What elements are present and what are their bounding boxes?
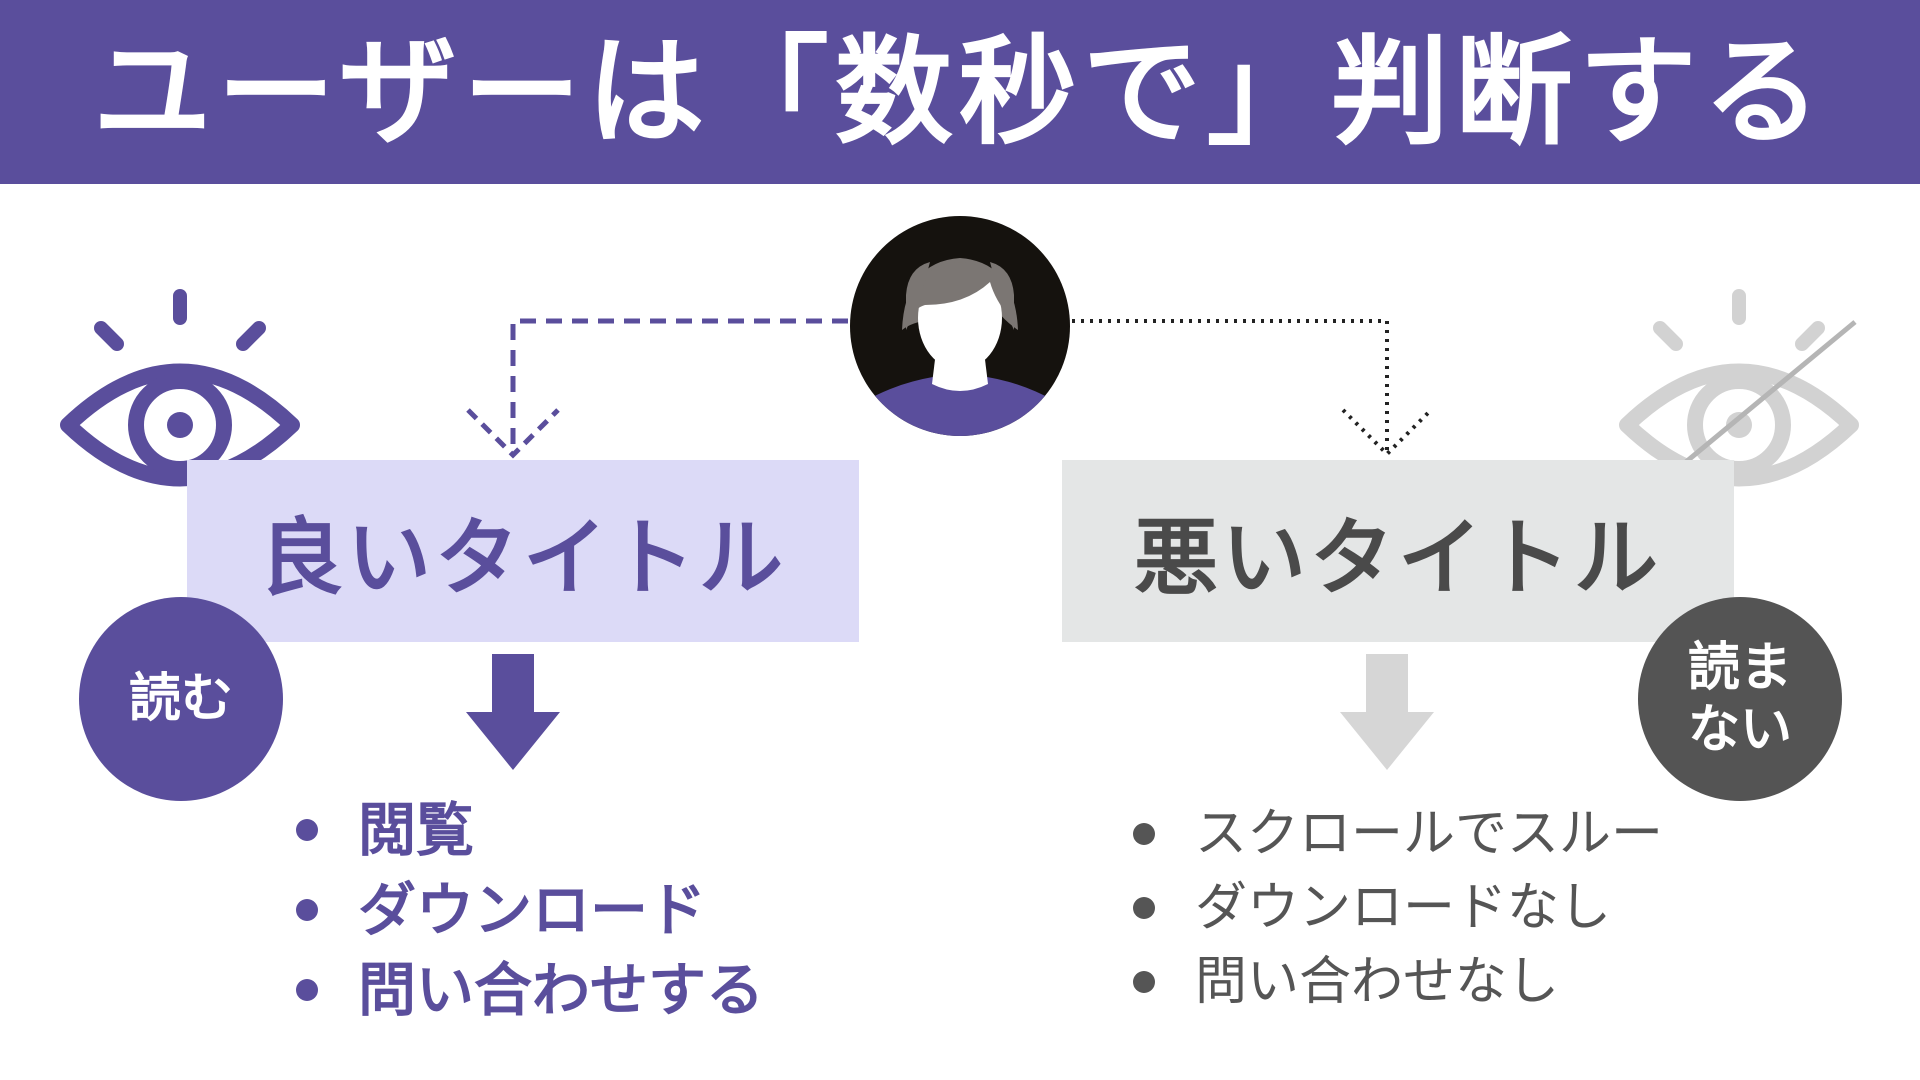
header-banner: ユーザーは「数秒で」判断する bbox=[0, 0, 1920, 184]
list-item: 閲覧 bbox=[296, 790, 764, 870]
list-item: 問い合わせする bbox=[296, 950, 764, 1030]
page-title: ユーザーは「数秒で」判断する bbox=[93, 23, 1827, 161]
no-read-badge: 読まない bbox=[1638, 597, 1842, 801]
list-item: ダウンロード bbox=[296, 870, 764, 950]
bad-title-label: 悪いタイトル bbox=[1133, 508, 1662, 607]
list-item: スクロールでスルー bbox=[1133, 797, 1663, 871]
list-item: ダウンロードなし bbox=[1133, 871, 1663, 945]
connector-to-bad bbox=[1072, 319, 1433, 457]
connector-to-good bbox=[466, 318, 848, 459]
no-read-badge-label: 読まない bbox=[1687, 637, 1792, 760]
good-title-label: 良いタイトル bbox=[258, 508, 787, 607]
bad-title-box: 悪いタイトル bbox=[1062, 460, 1734, 642]
arrow-down-icon-muted bbox=[1340, 654, 1434, 770]
good-title-box: 良いタイトル bbox=[187, 460, 859, 642]
arrow-down-icon bbox=[466, 654, 560, 770]
bad-results-list: スクロールでスルー ダウンロードなし 問い合わせなし bbox=[1133, 797, 1663, 1019]
user-avatar-icon bbox=[850, 216, 1070, 436]
read-badge-label: 読む bbox=[128, 668, 233, 729]
eye-icon bbox=[60, 289, 300, 487]
read-badge: 読む bbox=[79, 597, 283, 801]
list-item: 問い合わせなし bbox=[1133, 945, 1663, 1019]
good-results-list: 閲覧 ダウンロード 問い合わせする bbox=[296, 790, 764, 1030]
